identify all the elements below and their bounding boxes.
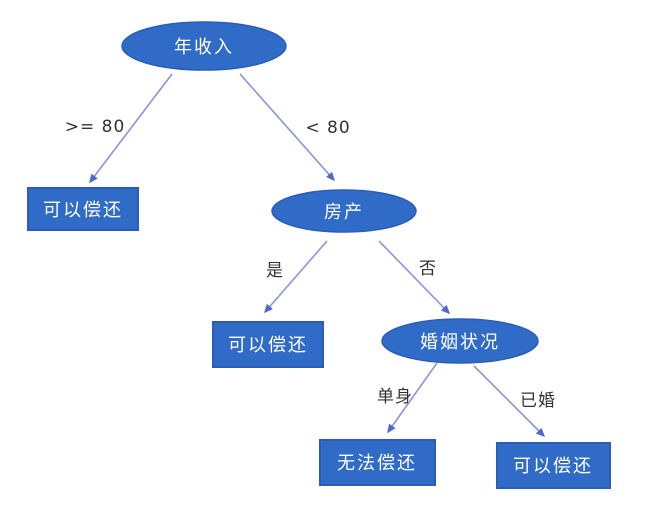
repay-has-property-label: 可以偿还 (228, 335, 308, 356)
cannot-repay-single-label: 无法偿还 (337, 453, 417, 474)
node-annual-income: 年收入 (121, 21, 287, 71)
edge-label-property-no: 否 (419, 259, 437, 279)
edge-married (473, 365, 546, 438)
annual-income-shape (121, 21, 287, 71)
annual-income-label: 年收入 (174, 37, 234, 58)
node-repay-high-income: 可以偿还 (27, 187, 139, 231)
edge-income-ge-80 (89, 73, 173, 184)
edge-label-income-lt-80: < 80 (305, 118, 350, 138)
edge-label-property-yes: 是 (266, 261, 284, 281)
edge-label-single: 单身 (377, 387, 413, 407)
edge-label-income-ge-80: >= 80 (65, 117, 126, 137)
repay-has-property-shape (212, 321, 324, 368)
repay-high-income-shape (27, 187, 139, 231)
edge-single (387, 362, 438, 434)
repay-married-shape (496, 442, 611, 489)
edge-property-no (378, 240, 451, 315)
node-repay-has-property: 可以偿还 (212, 321, 324, 368)
edge-property-yes (264, 240, 328, 314)
marital-status-label: 婚姻状况 (420, 332, 500, 353)
property-label: 房产 (324, 202, 364, 223)
repay-married-label: 可以偿还 (513, 456, 593, 477)
property-shape (271, 189, 417, 233)
node-cannot-repay-single: 无法偿还 (319, 439, 436, 486)
node-property: 房产 (271, 189, 417, 233)
cannot-repay-single-shape (319, 439, 436, 486)
edge-income-lt-80 (239, 73, 335, 182)
marital-status-shape (381, 318, 539, 364)
repay-high-income-label: 可以偿还 (43, 200, 123, 221)
node-repay-married: 可以偿还 (496, 442, 611, 489)
node-marital-status: 婚姻状况 (381, 318, 539, 364)
edge-label-married: 已婚 (520, 391, 556, 411)
